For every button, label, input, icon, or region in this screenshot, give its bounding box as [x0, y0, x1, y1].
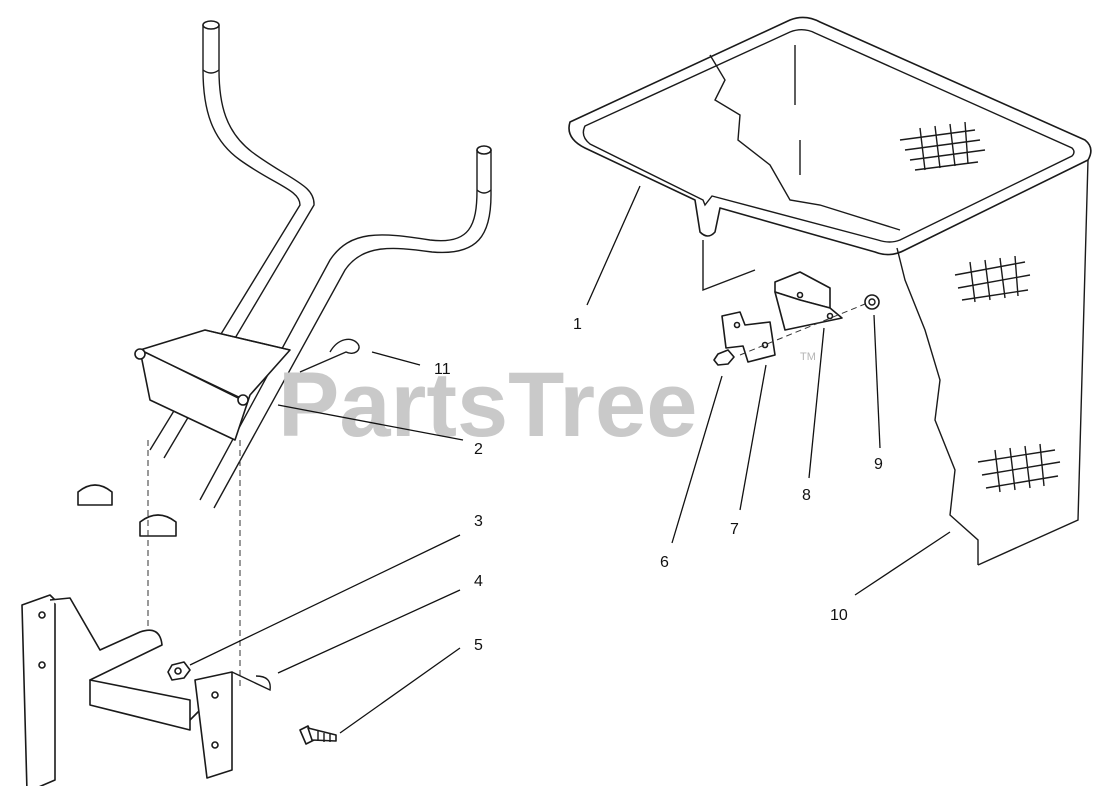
hairpin-clip-part: [299, 338, 360, 373]
handle-frame-part: [77, 20, 492, 690]
bolt-part: [299, 725, 337, 745]
mounting-bracket-part: [21, 594, 271, 786]
callout-8: 8: [802, 487, 811, 504]
nut-part: [167, 661, 191, 681]
clamp-plate-part: [721, 311, 776, 363]
trademark-symbol: TM: [800, 351, 816, 363]
callout-9: 9: [874, 456, 883, 473]
small-nut-part: [713, 349, 735, 366]
callout-3: 3: [474, 513, 483, 530]
callout-4: 4: [474, 573, 483, 590]
callout-5: 5: [474, 637, 483, 654]
leader-lines: [189, 185, 951, 734]
bag-bracket-part: [774, 271, 843, 331]
callout-7: 7: [730, 521, 739, 538]
parts-tree-watermark: PartsTree: [278, 354, 697, 456]
screw-part: [739, 294, 880, 356]
callout-6: 6: [660, 554, 669, 571]
callout-1: 1: [573, 316, 582, 333]
grass-bag-frame-part: [568, 16, 1092, 566]
callout-10: 10: [830, 607, 848, 624]
callout-2: 2: [474, 441, 483, 458]
callout-11: 11: [434, 361, 451, 378]
